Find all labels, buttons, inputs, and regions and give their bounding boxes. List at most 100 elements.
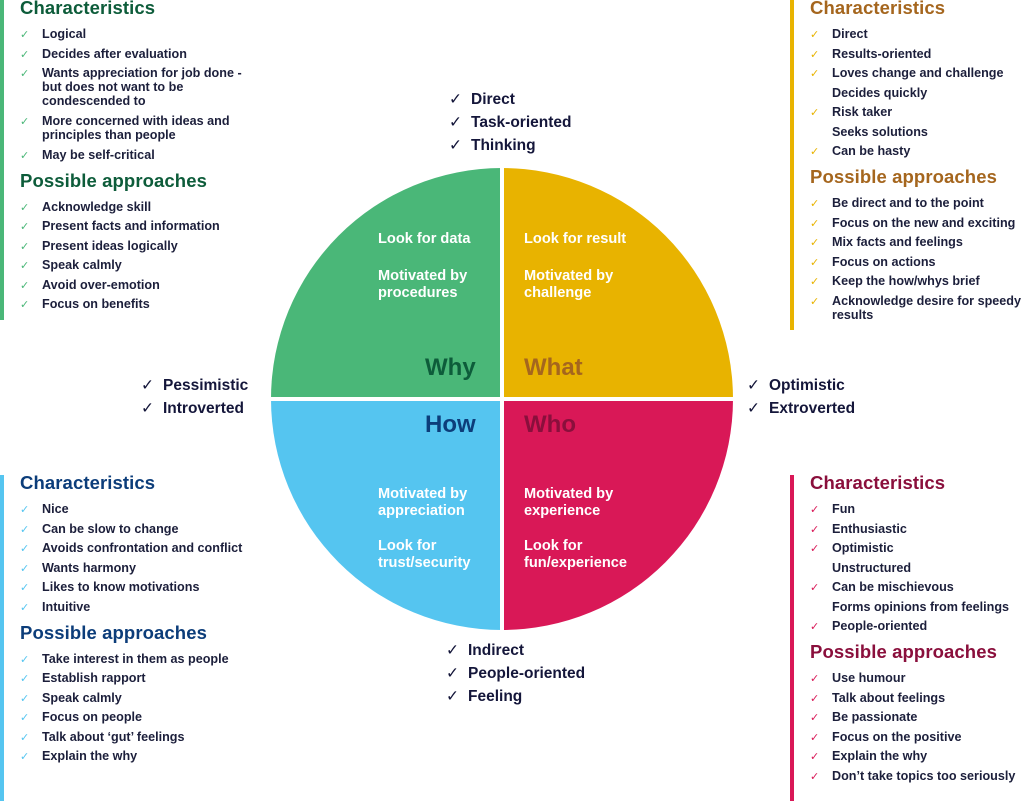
check-icon: ✓ — [810, 582, 820, 594]
list-item: ✓Focus on actions — [810, 255, 1024, 269]
list-item: ✓ Logical — [20, 27, 255, 41]
list-item-text: Be direct and to the point — [832, 196, 984, 211]
check-icon: ✓ — [20, 260, 30, 273]
check-icon: ✓ — [20, 562, 30, 575]
check-icon: ✓ — [20, 279, 30, 292]
why-text-2: Motivated by procedures — [378, 268, 468, 301]
panel-accent-bar — [790, 0, 794, 330]
panel-why: Characteristics ✓ Logical ✓ Decides after ev… — [0, 0, 260, 320]
check-icon: ✓ — [810, 237, 820, 250]
list-item: ✓Mix facts and feelings — [810, 235, 1024, 249]
check-icon: ✓ — [449, 137, 462, 154]
trait-item: ✓Direct — [449, 88, 572, 111]
list-item-text: Don’t take topics too seriously — [832, 768, 1016, 783]
what-title: What — [524, 354, 583, 381]
list-item: ✓Speak calmly — [20, 691, 260, 705]
trait-item: ✓Introverted — [141, 397, 248, 420]
approaches-heading: Possible approaches — [810, 166, 997, 188]
list-item-text: Likes to know motivations — [42, 580, 200, 594]
list-item-text: Explain the why — [832, 749, 928, 764]
list-item: ✓Nice — [20, 502, 260, 516]
characteristics-heading: Characteristics — [810, 0, 946, 18]
why-title: Why — [425, 354, 476, 381]
top-traits: ✓Direct ✓Task-oriented ✓Thinking — [449, 88, 572, 157]
how-text-1: Motivated by appreciation — [378, 486, 468, 519]
list-item-text: Be passionate — [832, 710, 918, 725]
panel-what: Characteristics✓Direct✓Results-oriented✓… — [790, 0, 1024, 330]
panel-accent-bar — [790, 475, 794, 801]
who-quadrant — [502, 399, 733, 630]
list-item-text: Can be slow to change — [42, 521, 179, 536]
check-icon: ✓ — [20, 601, 30, 614]
why-text-1: Look for data — [378, 231, 471, 247]
list-item-text: Focus on people — [42, 710, 143, 725]
list-item-text: Take interest in them as people — [42, 651, 229, 666]
list-item: ✓Be direct and to the point — [810, 196, 1024, 210]
check-icon: ✓ — [810, 712, 820, 725]
list-item: ✓Can be hasty — [810, 144, 1024, 158]
check-icon: ✓ — [810, 731, 820, 744]
check-icon: ✓ — [810, 68, 820, 80]
check-icon: ✓ — [20, 29, 30, 41]
check-icon: ✓ — [810, 621, 820, 633]
list-item: ✓People-oriented — [810, 619, 1024, 633]
list-item: ✓Forms opinions from feelings — [810, 600, 1024, 614]
characteristics-list: ✓ Direct ✓ Results-oriented ✓ Loves change an… — [810, 27, 1024, 158]
list-item: ✓Don’t take topics too seriously — [810, 769, 1024, 783]
characteristics-heading: Characteristics — [20, 0, 156, 18]
list-item: ✓Decides quickly — [810, 86, 1024, 100]
what-text-2: Motivated by challenge — [524, 268, 614, 301]
list-item: ✓Seeks solutions — [810, 125, 1024, 139]
list-item-text: Intuitive — [42, 599, 91, 614]
trait-item: ✓Extroverted — [747, 397, 855, 420]
list-item-text: Optimistic — [832, 541, 894, 555]
list-item-text: Wants harmony — [42, 560, 136, 575]
list-item: ✓Focus on people — [20, 710, 260, 724]
check-icon: ✓ — [446, 665, 459, 682]
panel-accent-bar — [0, 475, 4, 801]
list-item-text: Forms opinions from feelings — [832, 599, 1010, 614]
list-item-text: Results-oriented — [832, 46, 932, 61]
check-icon: ✓ — [810, 48, 820, 61]
characteristics-heading: Characteristics — [810, 472, 946, 493]
approaches-list: ✓Take interest in them as people✓Establi… — [20, 652, 260, 764]
check-icon: ✓ — [20, 299, 30, 312]
list-item: ✓Take interest in them as people — [20, 652, 260, 666]
left-traits: ✓Pessimistic ✓Introverted — [141, 374, 248, 420]
trait-item: ✓Thinking — [449, 134, 572, 157]
check-icon: ✓ — [810, 751, 820, 764]
list-item-text: Acknowledge desire for speedy results — [832, 293, 1021, 322]
panel-who: Characteristics✓Fun✓Enthusiastic✓Optimis… — [790, 472, 1024, 801]
check-icon: ✓ — [141, 400, 154, 417]
list-item-text: Risk taker — [832, 105, 893, 119]
list-item-text: Nice — [42, 502, 69, 516]
bottom-traits: ✓Indirect ✓People-oriented ✓Feeling — [446, 639, 585, 708]
approaches-list: ✓Be direct and to the point✓Focus on the… — [810, 196, 1024, 322]
right-traits: ✓Optimistic ✓Extroverted — [747, 374, 855, 420]
list-item: ✓Optimistic — [810, 541, 1024, 555]
list-item-text: Fun — [832, 502, 856, 516]
approaches-list: ✓Acknowledge skill✓Present facts and inf… — [20, 200, 255, 312]
list-item: ✓More concerned with ideas and principle… — [20, 114, 255, 142]
list-item: ✓ Loves change and challenge — [810, 66, 1024, 80]
list-item-text: Decides after evaluation — [42, 46, 187, 61]
list-item-text: Decides quickly — [832, 85, 928, 100]
list-item: ✓Risk taker — [810, 105, 1024, 119]
list-item-text: Speak calmly — [42, 690, 122, 705]
list-item: ✓Avoids confrontation and conflict — [20, 541, 260, 555]
check-icon: ✓ — [810, 29, 820, 41]
list-item-text: Can be hasty — [832, 144, 911, 158]
trait-item: ✓Indirect — [446, 639, 585, 662]
list-item-text: Loves change and challenge — [832, 66, 1004, 80]
list-item-text: Direct — [832, 27, 868, 41]
how-quadrant — [271, 399, 502, 630]
check-icon: ✓ — [810, 276, 820, 289]
check-icon: ✓ — [20, 523, 30, 536]
panel-accent-bar — [0, 0, 4, 320]
check-icon: ✓ — [747, 400, 760, 417]
check-icon: ✓ — [810, 217, 820, 230]
panel-how: Characteristics✓Nice✓Can be slow to chan… — [0, 472, 260, 801]
list-item-text: Logical — [42, 27, 87, 41]
list-item: ✓Explain the why — [20, 749, 260, 763]
list-item: ✓ Be passionate — [810, 710, 1024, 724]
